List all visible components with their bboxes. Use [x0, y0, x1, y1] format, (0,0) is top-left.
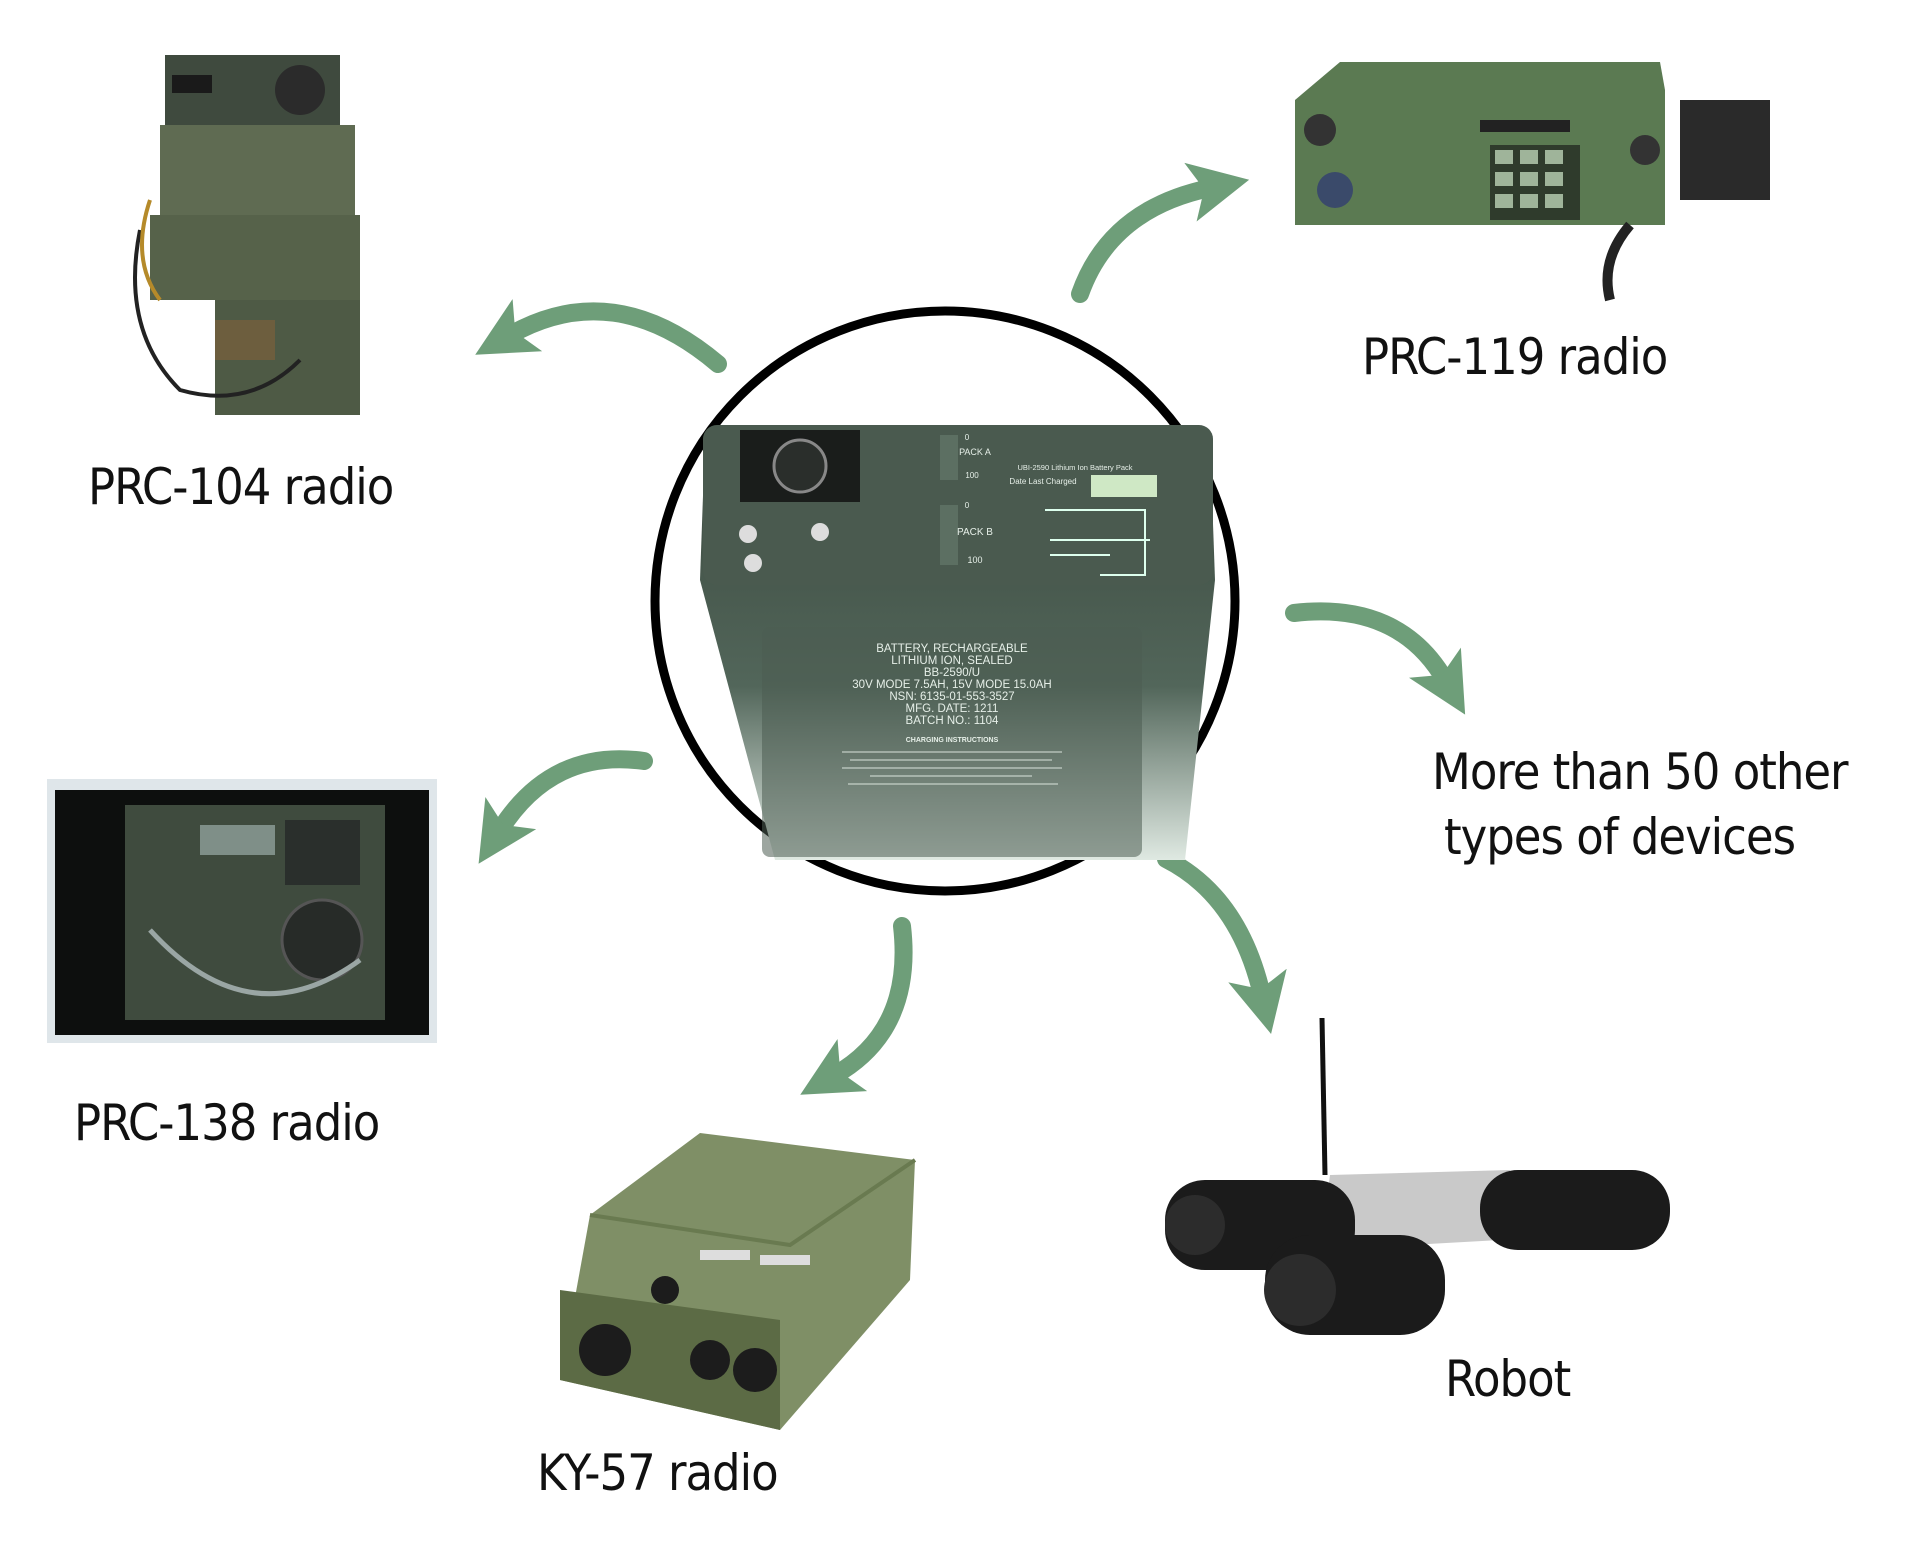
pack-a-scale-min: 0: [965, 433, 970, 442]
pack-a-label: PACK A: [959, 447, 991, 457]
date-last-charged-label: Date Last Charged: [1009, 477, 1076, 486]
arrow-to-prc119: [1071, 162, 1250, 303]
arrow-to-other-devices: [1285, 602, 1466, 715]
svg-text:BB-2590/U: BB-2590/U: [924, 667, 980, 679]
battery-image: PACK A PACK B 0 100 0 100 UBI-2590 Lithi…: [700, 425, 1215, 860]
arrow-to-prc138: [478, 750, 653, 864]
prc-104-image: [133, 55, 360, 415]
arrow-to-prc104: [475, 299, 727, 373]
svg-text:CHARGING INSTRUCTIONS: CHARGING INSTRUCTIONS: [906, 737, 999, 744]
battery-model-line: UBI-2590 Lithium Ion Battery Pack: [1017, 463, 1132, 472]
pack-b-scale-min: 0: [965, 501, 970, 510]
prc-138-label: PRC-138 radio: [74, 1094, 380, 1152]
svg-text:MFG. DATE: 1211: MFG. DATE: 1211: [906, 703, 999, 715]
svg-text:LITHIUM ION, SEALED: LITHIUM ION, SEALED: [891, 655, 1012, 667]
pack-b-label: PACK B: [957, 527, 993, 538]
arrow-to-robot: [1157, 850, 1287, 1034]
ky-57-label: KY-57 radio: [537, 1444, 779, 1502]
svg-text:NSN: 6135-01-553-3527: NSN: 6135-01-553-3527: [889, 691, 1014, 703]
robot-image: [1165, 1017, 1670, 1335]
prc-119-image: [1295, 62, 1770, 302]
prc-138-image: [47, 779, 437, 1043]
other-devices-label-line1: More than 50 other: [1432, 743, 1849, 801]
prc-104-label: PRC-104 radio: [88, 458, 394, 516]
svg-text:BATTERY, RECHARGEABLE: BATTERY, RECHARGEABLE: [876, 643, 1028, 655]
battery-label-panel: BATTERY, RECHARGEABLE LITHIUM ION, SEALE…: [852, 643, 1051, 744]
ky-57-image: [560, 1133, 917, 1430]
svg-text:30V MODE 7.5AH, 15V MODE 15.0A: 30V MODE 7.5AH, 15V MODE 15.0AH: [852, 679, 1051, 691]
other-devices-label-line2: types of devices: [1444, 808, 1796, 866]
pack-b-scale-max: 100: [967, 555, 982, 565]
arrow-to-ky57: [800, 917, 913, 1095]
robot-label: Robot: [1445, 1350, 1571, 1408]
pack-a-scale-max: 100: [965, 471, 979, 480]
prc-119-label: PRC-119 radio: [1362, 328, 1668, 386]
svg-text:BATCH NO.: 1104: BATCH NO.: 1104: [906, 715, 999, 727]
